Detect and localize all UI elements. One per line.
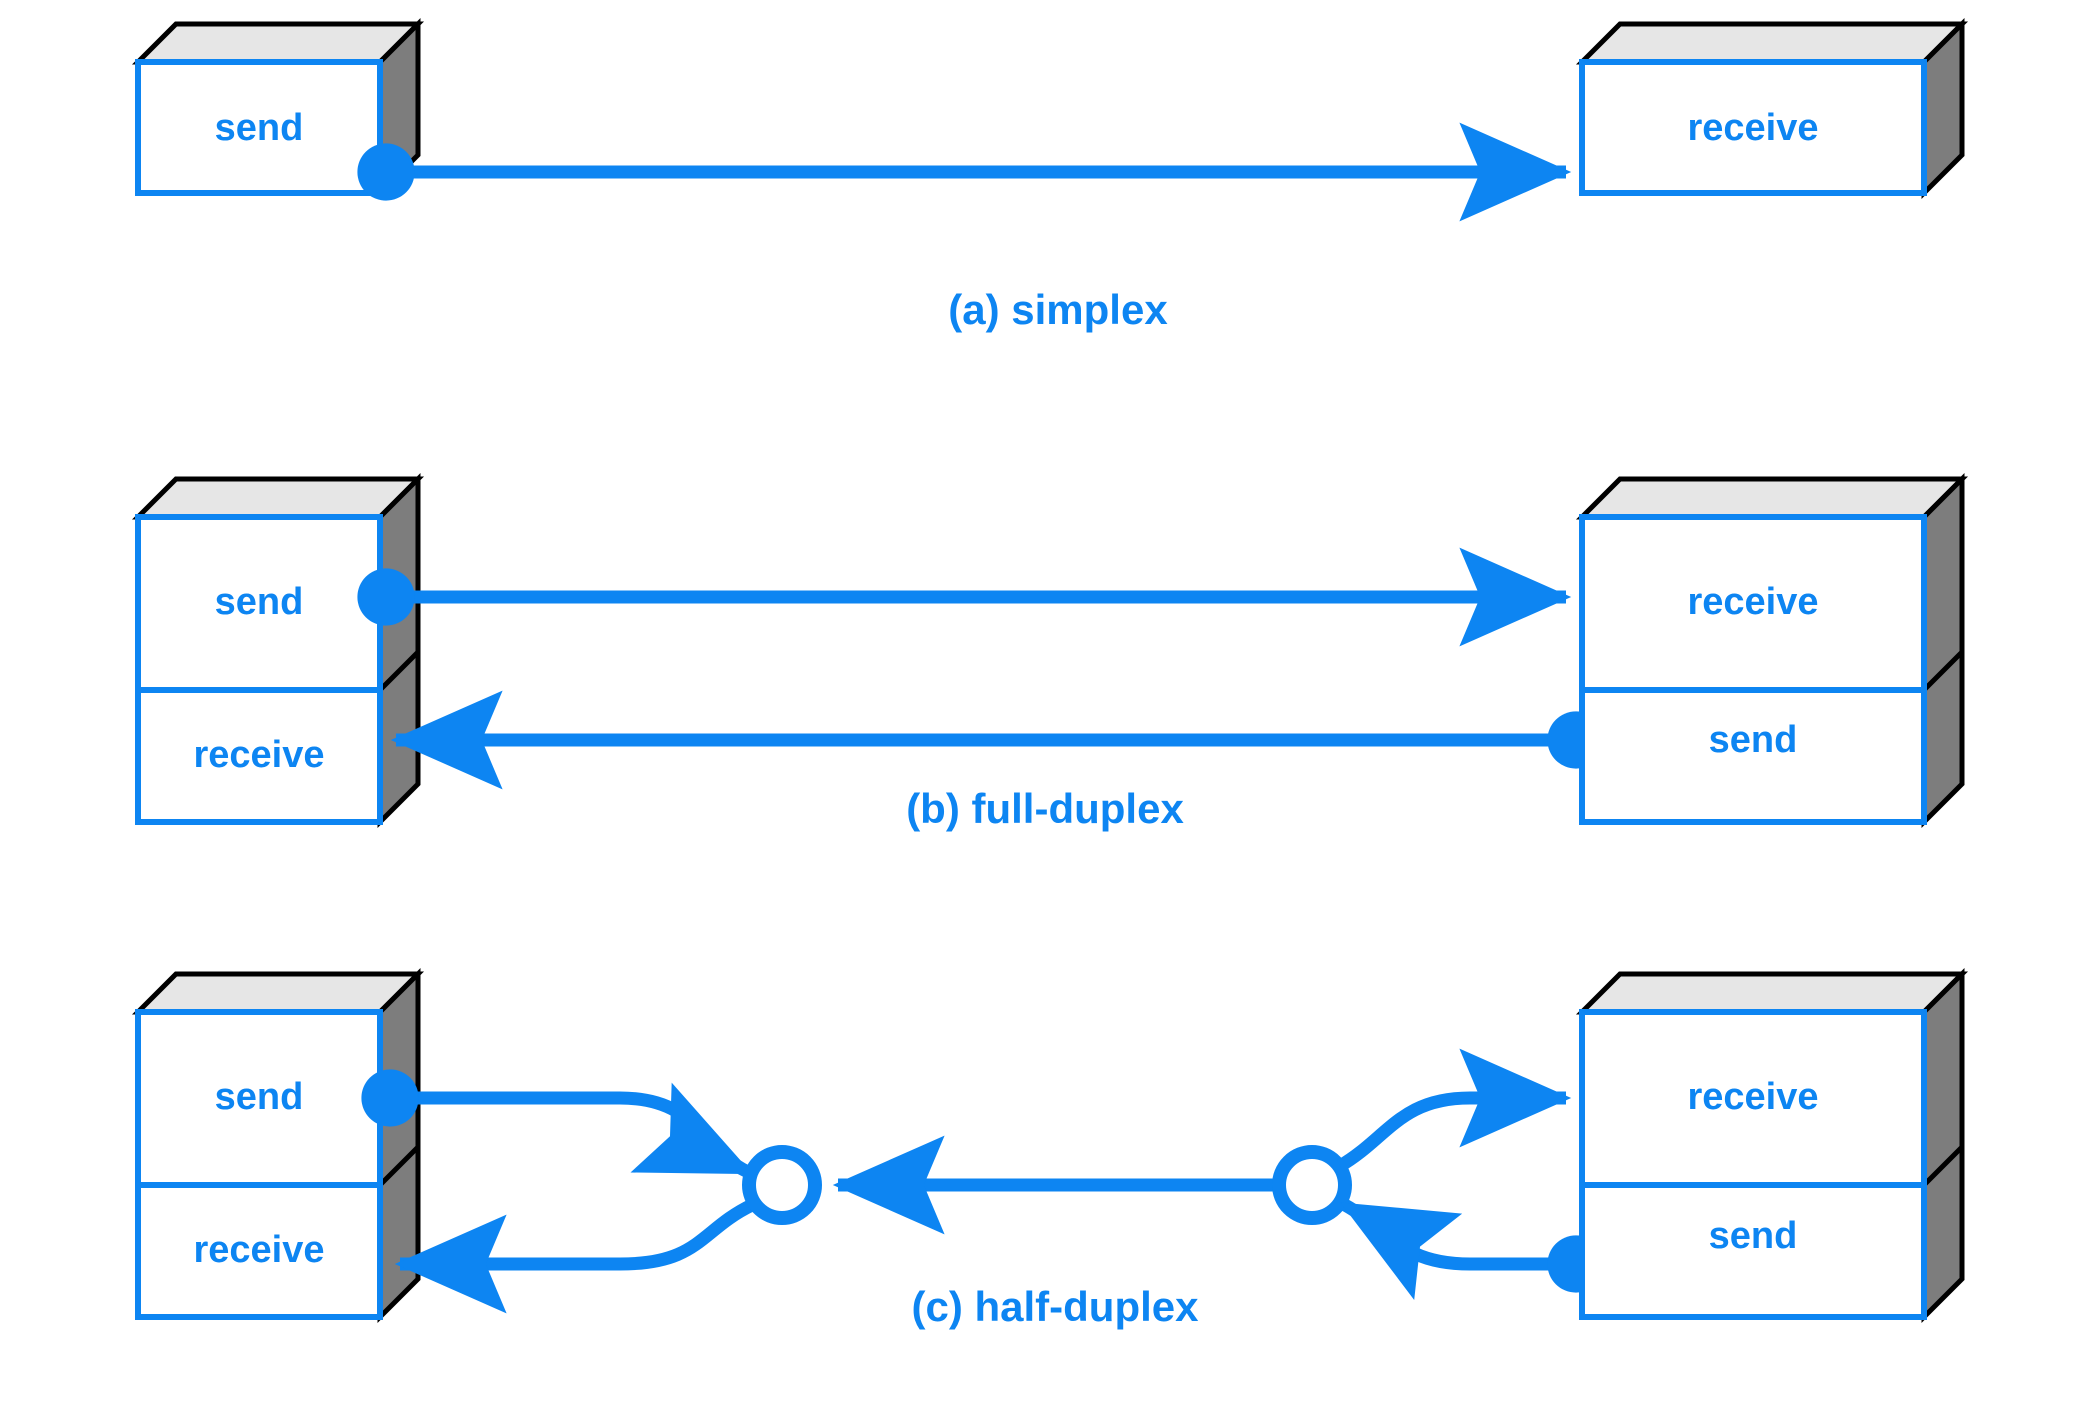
box-side-face (1921, 967, 1965, 1324)
box-label-send: send (215, 1076, 304, 1118)
caption-half-duplex: (c) half-duplex (911, 1283, 1199, 1330)
curve-right-send-to-junction (1340, 1199, 1605, 1300)
box-label-receive: receive (1687, 1076, 1818, 1118)
halfduplex-right-box[interactable]: receive send (1575, 967, 1969, 1324)
box-label-receive: receive (193, 734, 324, 776)
caption-full-duplex: (b) full-duplex (906, 785, 1184, 832)
simplex-left-box[interactable]: send (131, 17, 425, 200)
box-label-send: send (1709, 1215, 1798, 1257)
fullduplex-left-box[interactable]: send receive (131, 472, 425, 829)
section-full-duplex: send receive receive send (b) full-duple… (131, 472, 1969, 832)
box-top-face (131, 971, 425, 1015)
box-side-divider (378, 650, 420, 692)
curve-left-send-to-junction (361, 1069, 753, 1178)
left-junction-node[interactable] (742, 1145, 822, 1225)
box-top-face (1575, 21, 1969, 65)
curve-junction-to-right-receive (1336, 1048, 1572, 1172)
box-front-face (1579, 59, 1927, 196)
box-top-face (131, 21, 425, 65)
box-top-face (1575, 971, 1969, 1015)
box-label-receive: receive (1687, 107, 1818, 149)
box-label-receive: receive (1687, 581, 1818, 623)
box-label-receive: receive (193, 1229, 324, 1271)
box-label-send: send (1709, 719, 1798, 761)
box-front-face (135, 1009, 383, 1320)
box-side-divider (1922, 650, 1964, 692)
fullduplex-right-box[interactable]: receive send (1575, 472, 1969, 829)
box-side-face (1921, 472, 1965, 829)
box-top-face (1575, 476, 1969, 520)
right-junction-node[interactable] (1272, 1145, 1352, 1225)
caption-simplex: (a) simplex (948, 286, 1168, 333)
halfduplex-left-box[interactable]: send receive (131, 967, 425, 1324)
box-front-face (135, 514, 383, 825)
simplex-right-box[interactable]: receive (1575, 17, 1969, 200)
box-front-face (1579, 1009, 1927, 1320)
box-label-send: send (215, 107, 304, 149)
section-half-duplex: send receive receive send (c) half-duple… (131, 967, 1969, 1330)
box-side-face (377, 472, 421, 829)
section-simplex: send receive (a) simplex (131, 17, 1969, 333)
curve-junction-to-left-receive (394, 1199, 755, 1314)
box-label-send: send (215, 581, 304, 623)
box-side-divider (1922, 1145, 1964, 1187)
box-front-face (1579, 514, 1927, 825)
box-top-face (131, 476, 425, 520)
